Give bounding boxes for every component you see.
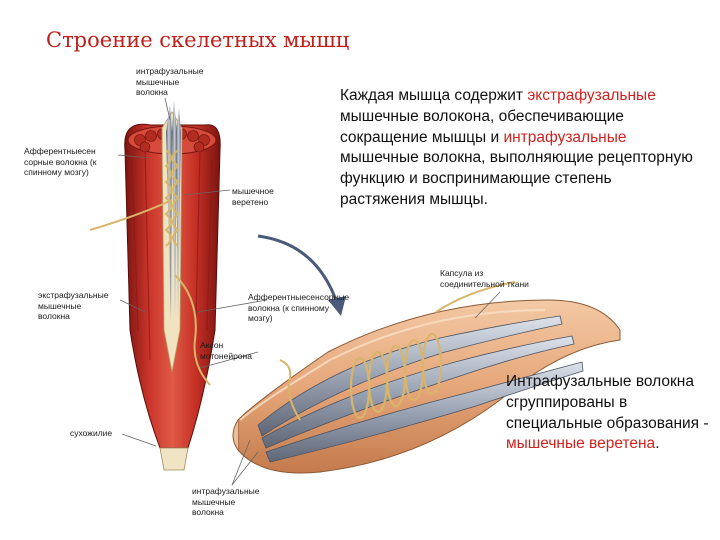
page-title: Строение скелетных мышц <box>46 28 350 52</box>
term-intrafusal: интрафузальные <box>503 128 627 146</box>
label-motor-neuron-axon: Аксон мотонейрона <box>200 340 252 361</box>
label-muscle-spindle: мышечное веретено <box>232 186 274 207</box>
label-intrafusal-fibers-top: интрафузальные мышечные волокна <box>136 66 204 98</box>
muscle-spindle-illustration <box>232 281 621 474</box>
paragraph-text: . <box>655 435 660 453</box>
paragraph-text: Интрафузальные волокна сгруппированы в с… <box>506 373 709 432</box>
paragraph-muscle-fibers: Каждая мышца содержит экстрафузальные мы… <box>340 86 698 211</box>
label-afferent-fibers-left: Афферентныесен сорные волокна (к спинном… <box>24 146 97 178</box>
paragraph-spindles: Интрафузальные волокна сгруппированы в с… <box>506 372 712 455</box>
term-extrafusal: экстрафузальные <box>527 87 656 104</box>
paragraph-text: мышечные волокона, обеспечивающие сокращ… <box>340 107 624 146</box>
label-tendon: сухожилие <box>70 428 113 438</box>
label-intrafusal-fibers-bottom: интрафузальные мышечные волокна <box>192 486 260 518</box>
paragraph-text: мышечные волокна, выполняющие рецепторну… <box>340 149 693 208</box>
leader-lines <box>117 97 501 486</box>
label-capsule: Капсула из соединительной ткани <box>440 268 529 289</box>
paragraph-text: Каждая мышца содержит <box>340 87 524 104</box>
muscle-illustration <box>89 100 221 471</box>
label-extrafusal-fibers: экстрафузальные мышечные волокна <box>38 290 109 322</box>
label-afferent-fibers-mid: Афферентныесенсорные волокна (к спинному… <box>248 292 350 324</box>
term-muscle-spindles: мышечные веретена <box>506 435 656 453</box>
curved-arrow-icon <box>257 234 346 316</box>
